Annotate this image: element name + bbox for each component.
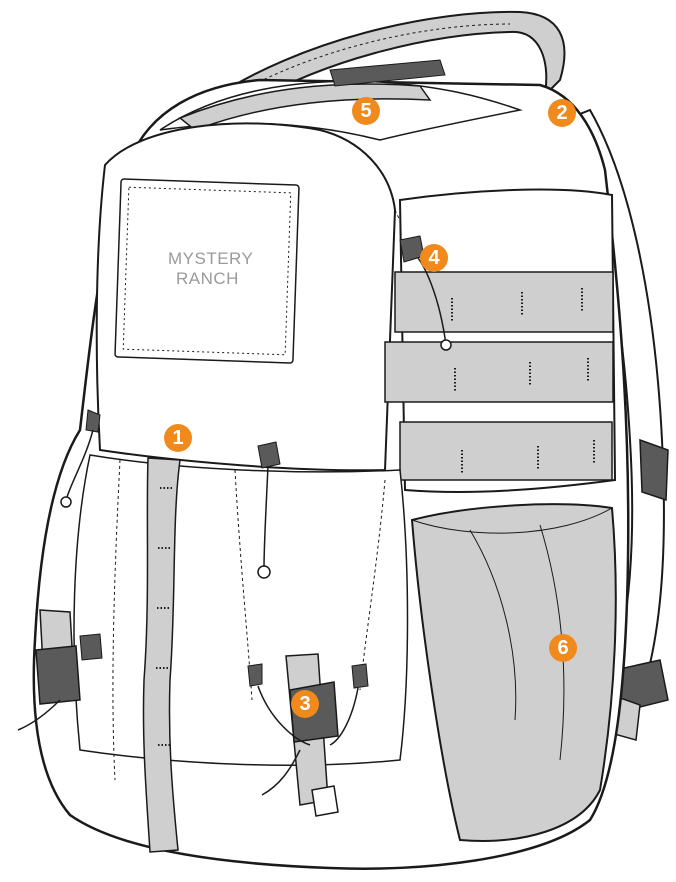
side-molle-panel — [385, 190, 615, 492]
callout-number: 2 — [556, 102, 567, 124]
callout-3: 3 — [291, 690, 319, 718]
callout-number: 1 — [172, 427, 183, 449]
callout-5: 5 — [352, 97, 380, 125]
front-lid-pocket: MYSTERY RANCH — [97, 123, 427, 470]
callout-1: 1 — [164, 424, 192, 452]
logo-line2: RANCH — [176, 269, 239, 288]
callout-number: 6 — [557, 637, 568, 659]
callout-number: 4 — [428, 247, 440, 269]
callout-4: 4 — [420, 244, 448, 272]
logo-line1: MYSTERY — [168, 249, 253, 268]
callout-6: 6 — [549, 634, 577, 662]
callout-number: 5 — [360, 100, 371, 122]
callout-number: 3 — [299, 693, 310, 715]
callout-2: 2 — [548, 99, 576, 127]
